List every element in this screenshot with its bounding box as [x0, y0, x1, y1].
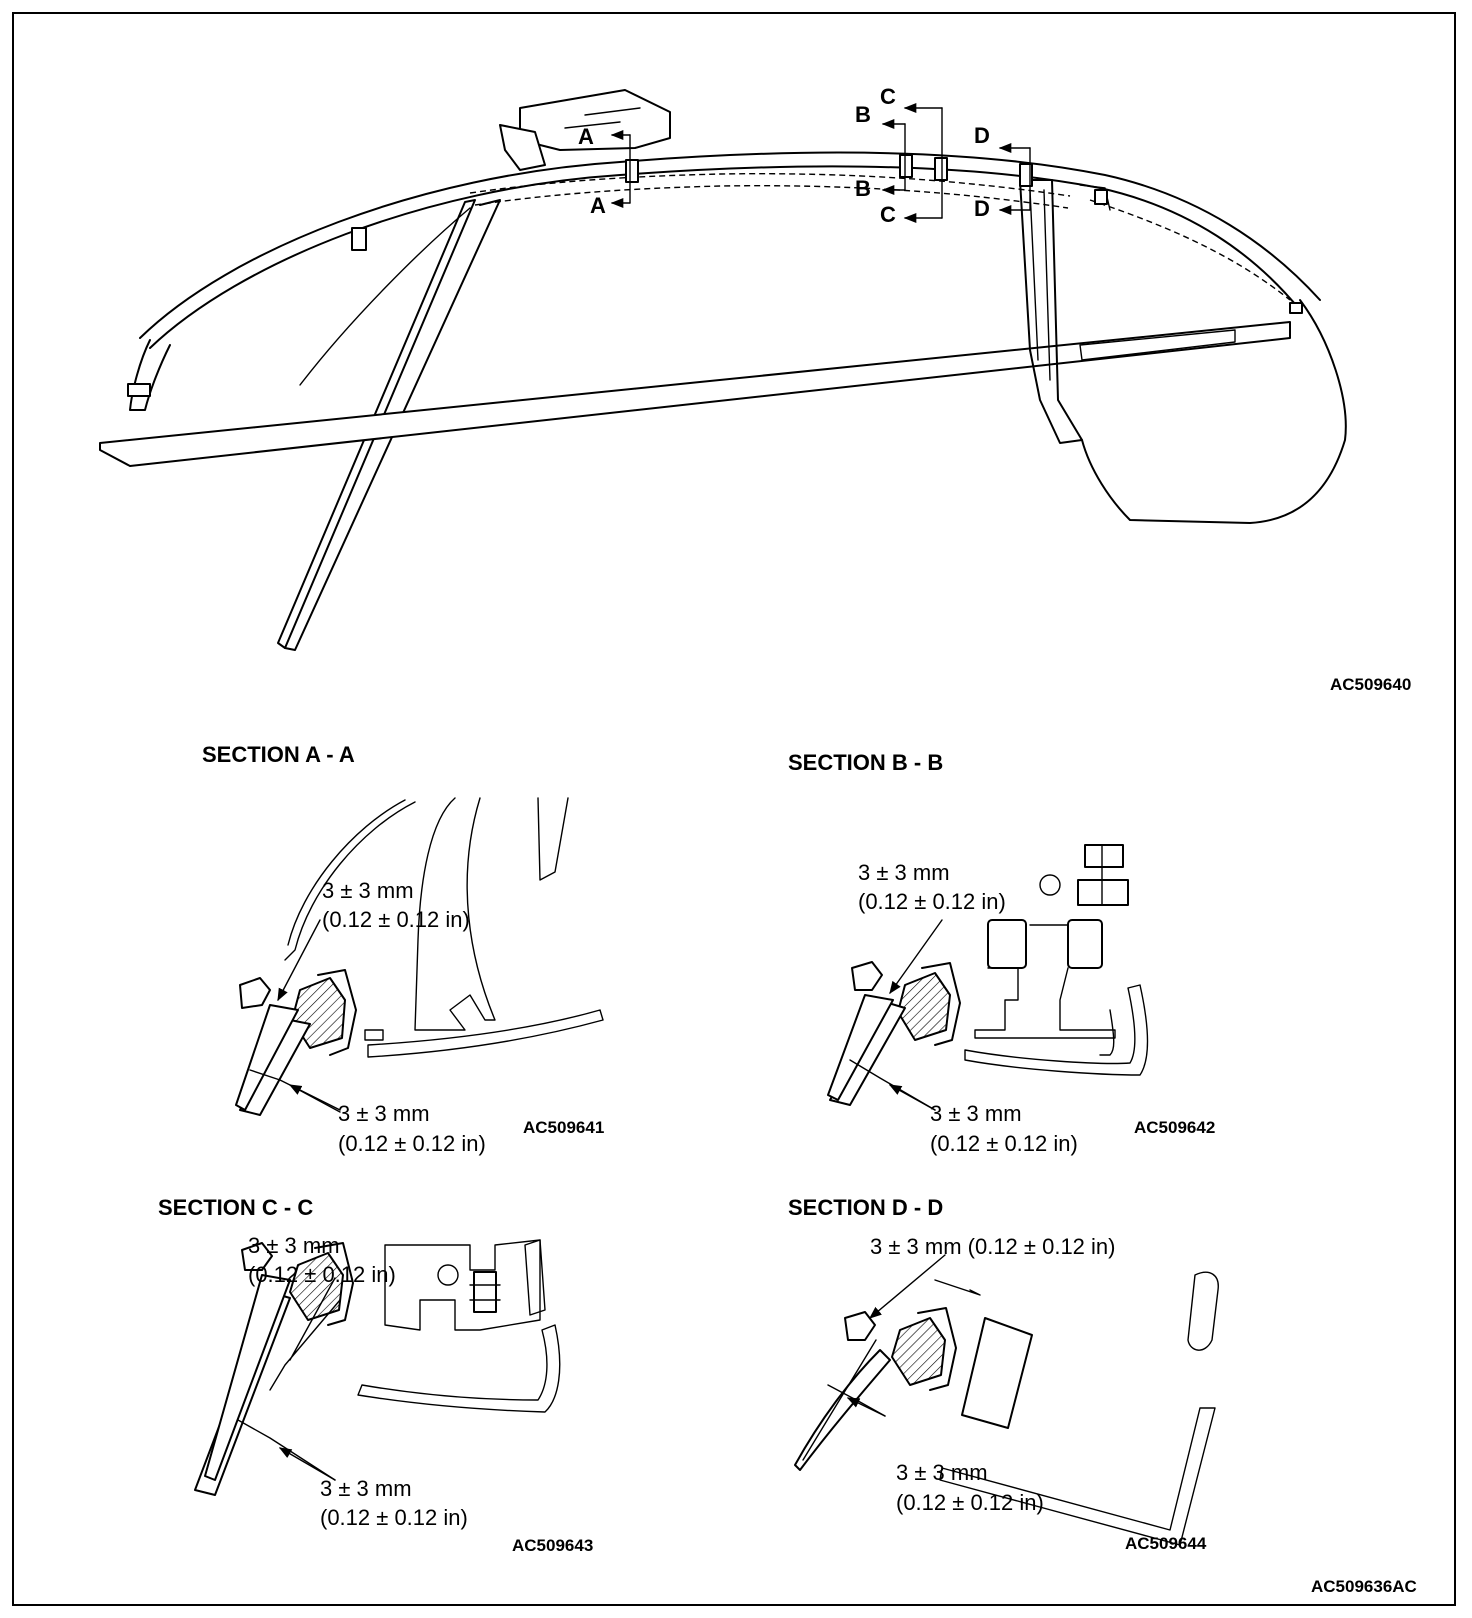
cut-label-c-top: C: [880, 84, 896, 109]
section-c-dim-bottom-mm: 3 ± 3 mm: [320, 1476, 412, 1501]
door-frame-overview: A A B B C C D D AC509640: [99, 84, 1411, 694]
section-a-dim-bottom-in: (0.12 ± 0.12 in): [338, 1131, 486, 1156]
section-d-d: SECTION D - D 3 ± 3 mm (0.12 ± 0.12 in) …: [788, 1195, 1219, 1553]
cut-label-d-top: D: [974, 123, 990, 148]
cut-label-a-top: A: [578, 124, 594, 149]
section-d-dim-top: 3 ± 3 mm (0.12 ± 0.12 in): [870, 1234, 1115, 1259]
section-d-dim-bottom-mm: 3 ± 3 mm: [896, 1460, 988, 1485]
cut-label-c-bottom: C: [880, 202, 896, 227]
section-b-code: AC509642: [1134, 1118, 1215, 1137]
section-a-a: SECTION A - A 3 ± 3 mm (0.12 ± 0.12 in) …: [202, 742, 604, 1156]
cut-label-b-top: B: [855, 102, 871, 127]
section-b-title: SECTION B - B: [788, 750, 943, 775]
figure-code: AC509636AC: [1311, 1577, 1417, 1596]
section-c-title: SECTION C - C: [158, 1195, 313, 1220]
section-d-dim-bottom-in: (0.12 ± 0.12 in): [896, 1490, 1044, 1515]
section-c-c: SECTION C - C 3 ± 3 mm (0.12 ± 0.12 in) …: [158, 1195, 593, 1555]
section-c-code: AC509643: [512, 1536, 593, 1555]
section-b-b: SECTION B - B 3 ± 3 mm (0.12 ± 0.12 in) …: [788, 750, 1215, 1156]
main-figure-code: AC509640: [1330, 675, 1411, 694]
section-a-dim-top-in: (0.12 ± 0.12 in): [322, 907, 470, 932]
section-d-code: AC509644: [1125, 1534, 1207, 1553]
section-a-dim-top-mm: 3 ± 3 mm: [322, 878, 414, 903]
section-d-title: SECTION D - D: [788, 1195, 943, 1220]
section-c-dim-bottom-in: (0.12 ± 0.12 in): [320, 1505, 468, 1530]
section-c-dim-top-in: (0.12 ± 0.12 in): [248, 1262, 396, 1287]
section-a-dim-bottom-mm: 3 ± 3 mm: [338, 1101, 430, 1126]
figure-frame: [12, 12, 1456, 1606]
cut-label-a-bottom: A: [590, 193, 606, 218]
section-b-dim-bottom-mm: 3 ± 3 mm: [930, 1101, 1022, 1126]
section-c-dim-top-mm: 3 ± 3 mm: [248, 1233, 340, 1258]
section-b-dim-top-mm: 3 ± 3 mm: [858, 860, 950, 885]
cut-label-d-bottom: D: [974, 196, 990, 221]
section-a-code: AC509641: [523, 1118, 604, 1137]
section-b-dim-top-in: (0.12 ± 0.12 in): [858, 889, 1006, 914]
cut-label-b-bottom: B: [855, 176, 871, 201]
section-b-dim-bottom-in: (0.12 ± 0.12 in): [930, 1131, 1078, 1156]
section-a-title: SECTION A - A: [202, 742, 355, 767]
